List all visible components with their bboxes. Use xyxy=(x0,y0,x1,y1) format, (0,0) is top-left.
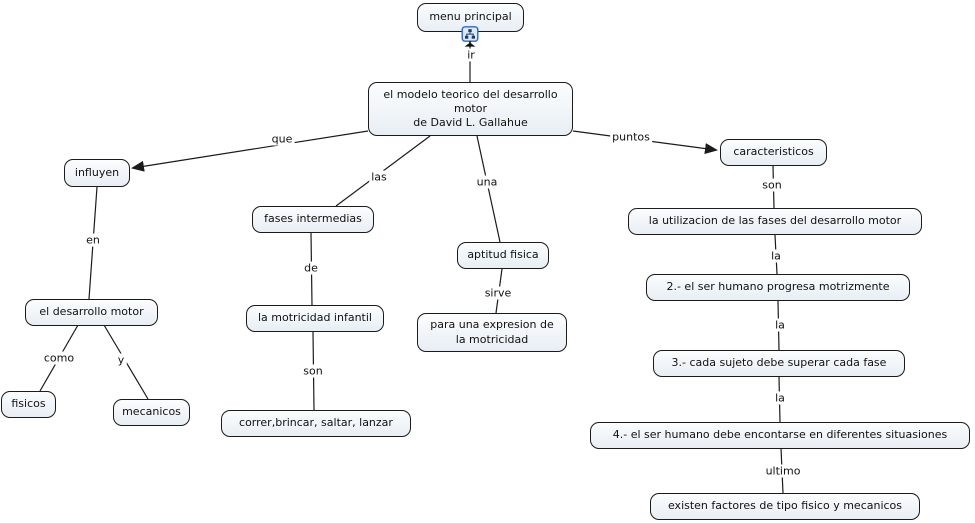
concept-node-menu-principal[interactable]: menu principal xyxy=(417,3,524,32)
concept-node-la-motricidad-infantil[interactable]: la motricidad infantil xyxy=(246,305,384,332)
link-label-la-2[interactable]: la xyxy=(773,318,787,332)
link-label-ultimo[interactable]: ultimo xyxy=(763,464,803,478)
concept-node-mecanicos[interactable]: mecanicos xyxy=(113,399,190,426)
link-label-y[interactable]: y xyxy=(115,353,127,367)
concept-node-para-una-expresion[interactable]: para una expresion de la motricidad xyxy=(417,313,567,352)
concept-node-fases-intermedias[interactable]: fases intermedias xyxy=(252,206,374,233)
link-label-de[interactable]: de xyxy=(302,261,320,275)
link-label-las[interactable]: las xyxy=(369,170,389,184)
link-label-como[interactable]: como xyxy=(41,351,77,365)
concept-node-punto-4[interactable]: 4.- el ser humano debe encontarse en dif… xyxy=(590,422,970,449)
link-label-puntos[interactable]: puntos xyxy=(610,130,652,144)
concept-node-existen-factores[interactable]: existen factores de tipo fisico y mecani… xyxy=(650,493,920,520)
link-label-son-caracteristicos[interactable]: son xyxy=(760,178,784,192)
link-label-una[interactable]: una xyxy=(474,175,500,189)
concept-node-aptitud-fisica[interactable]: aptitud fisica xyxy=(457,242,549,269)
connector-line-4 xyxy=(476,135,501,243)
concept-node-modelo-teorico[interactable]: el modelo teorico del desarrollo motor d… xyxy=(368,82,573,136)
concept-node-punto-3[interactable]: 3.- cada sujeto debe superar cada fase xyxy=(653,350,905,377)
link-label-en[interactable]: en xyxy=(84,233,102,247)
concept-node-correr-brincar-saltar-lanzar[interactable]: correr,brincar, saltar, lanzar xyxy=(221,410,411,437)
concept-node-el-desarrollo-motor[interactable]: el desarrollo motor xyxy=(25,299,158,326)
link-label-son-fases[interactable]: son xyxy=(301,364,325,378)
link-label-sirve[interactable]: sirve xyxy=(482,286,514,300)
concept-node-punto-2[interactable]: 2.- el ser humano progresa motrizmente xyxy=(646,274,910,301)
link-label-que[interactable]: que xyxy=(269,132,295,146)
concept-node-fisicos[interactable]: fisicos xyxy=(1,391,56,418)
concept-node-influyen[interactable]: influyen xyxy=(64,159,130,187)
link-label-la-3[interactable]: la xyxy=(773,391,787,405)
link-label-la-1[interactable]: la xyxy=(769,249,783,263)
linked-cmap-icon[interactable] xyxy=(457,26,483,48)
link-label-ir[interactable]: ir xyxy=(465,48,477,62)
connector-line-1 xyxy=(131,130,369,172)
concept-node-utilizacion-fases[interactable]: la utilizacion de las fases del desarrol… xyxy=(628,208,922,235)
concept-node-caracteristicos[interactable]: caracteristicos xyxy=(720,139,827,166)
